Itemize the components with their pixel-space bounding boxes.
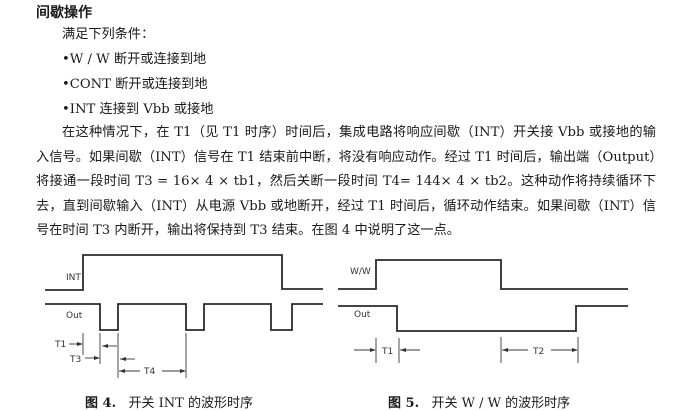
condition-item: •W / W 断开或连接到地 [62,52,207,67]
condition-item: •INT 连接到 Vbb 或接地 [62,102,214,117]
fig4-int-waveform [45,254,323,291]
fig5-t1-label: T1 [381,347,393,357]
figure4-caption-text: 开关 INT 的波形时序 [128,396,253,411]
fig5-t2-label: T2 [532,347,544,357]
fig5-out-waveform [338,305,628,332]
figure4-caption-number: 图 4. [85,396,117,411]
fig5-input-label: W/W [350,267,371,277]
figure5-caption: 图 5. 开关 W / W 的波形时序 [388,392,570,411]
fig4-output-label: Out [66,311,83,321]
fig5-output-label: Out [354,310,371,320]
fig5-ww-waveform [338,259,628,290]
conditions-intro: 满足下列条件： [62,27,155,42]
body-paragraph: 在这种情况下，在 T1（见 T1 时序）时间后，集成电路将响应间歇（INT）开关… [36,125,656,239]
figure5-caption-number: 图 5. [388,396,420,411]
figure5-diagram: W/W Out T1 T2 [338,259,628,363]
figure4-caption: 图 4. 开关 INT 的波形时序 [85,392,253,411]
figure5-caption-text: 开关 W / W 的波形时序 [431,396,571,411]
condition-item: •CONT 断开或连接到地 [62,77,208,92]
fig4-t3-label: T3 [69,355,81,365]
fig4-out-waveform [45,303,323,331]
fig4-input-label: INT [66,273,81,283]
figure4-diagram: INT Out T1 T3 T4 [45,254,323,378]
fig4-t1-label: T1 [54,340,66,350]
section-heading: 间歇操作 [36,5,92,21]
fig4-t4-label: T4 [143,367,155,377]
